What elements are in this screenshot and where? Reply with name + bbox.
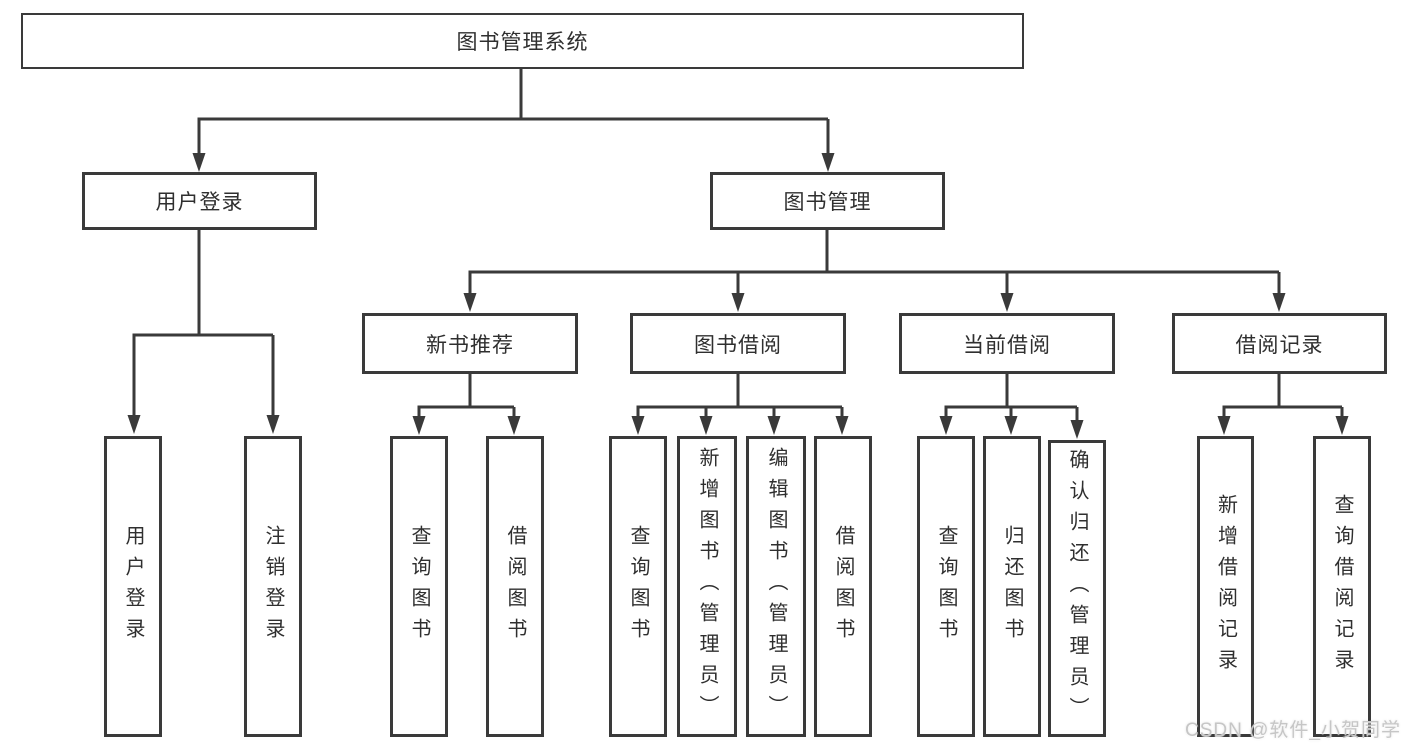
arrowhead xyxy=(463,293,477,312)
node-label: 图书管理 xyxy=(783,191,872,214)
leaf-add-book-admin: 新增图书（管理员） xyxy=(677,436,737,737)
leaf-return-books: 归还图书 xyxy=(983,436,1041,737)
arrowhead xyxy=(412,416,426,435)
arrowhead xyxy=(767,416,781,435)
node-label: 新书推荐 xyxy=(426,333,514,357)
arrowhead xyxy=(1217,416,1231,435)
connector-strokes xyxy=(132,68,1344,421)
arrowhead xyxy=(835,416,849,435)
leaf-add-borrow-record: 新增借阅记录 xyxy=(1197,436,1254,737)
arrowhead xyxy=(1004,416,1018,435)
node-book-management: 图书管理 xyxy=(710,172,945,230)
connector-book-management-fork xyxy=(468,229,1281,294)
node-label: 借阅图书 xyxy=(504,524,526,649)
connector-current-borrow-fork xyxy=(944,374,1079,421)
arrowhead xyxy=(821,153,835,172)
arrowhead xyxy=(699,416,713,435)
arrowhead xyxy=(1000,293,1014,312)
node-label: 图书管理系统 xyxy=(456,31,589,54)
node-label: 查询图书 xyxy=(627,524,649,649)
arrowhead xyxy=(266,415,280,434)
arrowheads xyxy=(127,153,1349,439)
node-label: 新增图书（管理员） xyxy=(696,447,718,726)
arrowhead xyxy=(192,153,206,172)
arrowhead xyxy=(1335,416,1349,435)
csdn-watermark: CSDN @软件_小贺同学 xyxy=(1185,720,1401,741)
node-current-borrowing: 当前借阅 xyxy=(899,313,1115,374)
arrowhead xyxy=(731,293,745,312)
node-borrowing-records: 借阅记录 xyxy=(1172,313,1387,374)
arrowhead xyxy=(631,416,645,435)
node-library-management-system: 图书管理系统 xyxy=(21,13,1024,69)
connector-user-login-fork xyxy=(132,229,275,416)
node-book-borrowing: 图书借阅 xyxy=(630,313,846,374)
node-label: 确认归还（管理员） xyxy=(1066,449,1088,728)
node-label: 归还图书 xyxy=(1001,524,1023,649)
arrowhead xyxy=(939,416,953,435)
node-label: 当前借阅 xyxy=(963,333,1051,357)
node-label: 注销登录 xyxy=(262,524,284,649)
leaf-confirm-return-admin: 确认归还（管理员） xyxy=(1048,440,1106,737)
leaf-user-login: 用户登录 xyxy=(104,436,162,737)
leaf-query-borrow-record: 查询借阅记录 xyxy=(1313,436,1371,737)
node-new-book-recommendation: 新书推荐 xyxy=(362,313,578,374)
arrowhead xyxy=(1070,420,1084,439)
node-label: 查询图书 xyxy=(935,524,957,649)
leaf-borrow-query-books: 查询图书 xyxy=(609,436,667,737)
node-label: 新增借阅记录 xyxy=(1214,493,1237,680)
connector-new-book-fork xyxy=(417,374,516,417)
leaf-logout: 注销登录 xyxy=(244,436,302,737)
connector-root-fork xyxy=(197,68,830,154)
node-label: 查询图书 xyxy=(408,524,430,649)
node-label: 借阅图书 xyxy=(832,524,854,649)
leaf-current-query-books: 查询图书 xyxy=(917,436,975,737)
connector-borrow-record-fork xyxy=(1222,374,1344,417)
node-label: 借阅记录 xyxy=(1235,333,1324,357)
node-label: 查询借阅记录 xyxy=(1331,493,1353,680)
leaf-recommend-borrow-books: 借阅图书 xyxy=(486,436,544,737)
leaf-edit-book-admin: 编辑图书（管理员） xyxy=(746,436,806,737)
arrowhead xyxy=(127,415,141,434)
arrowhead xyxy=(507,416,521,435)
arrowhead xyxy=(1272,293,1286,312)
node-label: 编辑图书（管理员） xyxy=(765,447,787,726)
leaf-recommend-query-books: 查询图书 xyxy=(390,436,448,737)
node-label: 用户登录 xyxy=(155,191,244,214)
node-user-login: 用户登录 xyxy=(82,172,317,230)
connector-book-borrow-fork xyxy=(636,374,844,417)
node-label: 图书借阅 xyxy=(694,333,782,357)
leaf-borrow-books: 借阅图书 xyxy=(814,436,872,737)
node-label: 用户登录 xyxy=(122,524,144,649)
